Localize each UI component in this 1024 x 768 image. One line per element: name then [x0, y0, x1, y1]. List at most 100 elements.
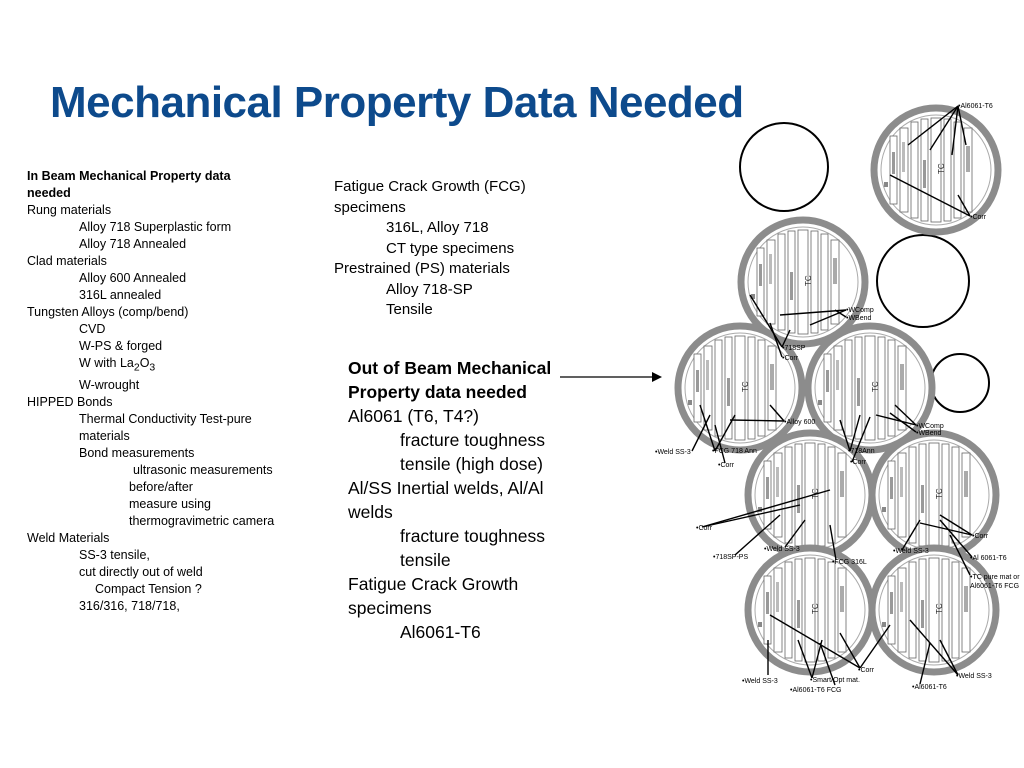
hipped-subitem: measure using — [129, 496, 211, 511]
oob-subitem: tensile — [400, 550, 451, 570]
specimen-label: •Alloy 600 — [784, 419, 815, 426]
specimen-label: •Corr — [972, 533, 989, 540]
specimen-label: •Corr — [858, 667, 875, 674]
tc-label: TC — [871, 381, 880, 392]
specimen-disk: TC — [872, 548, 996, 672]
tungsten-item-la2o3: W with La2O3 — [27, 355, 274, 377]
tc-label: TC — [935, 603, 944, 614]
specimen-label: •Corr — [850, 459, 867, 466]
tc-label: TC — [811, 603, 820, 614]
specimen-label: •Weld SS-3 — [893, 548, 929, 555]
ps-heading: Prestrained (PS) materials — [334, 260, 510, 277]
specimen-disk: TC — [874, 108, 998, 232]
out-of-beam-heading-cont: Property data needed — [348, 382, 527, 402]
clad-heading: Clad materials — [27, 254, 107, 268]
fcg-item: 316L, Alloy 718 — [386, 219, 489, 236]
blank-disk — [876, 234, 970, 328]
specimen-label: •WBend — [916, 430, 942, 437]
specimen-label: Al6061-T6 FCG — [970, 583, 1019, 590]
oob-subitem: tensile (high dose) — [400, 454, 543, 474]
specimen-disk: TC — [808, 326, 932, 450]
fcg-heading-cont: specimens — [334, 198, 406, 216]
specimen-label: •Corr — [696, 525, 713, 532]
oob-subitem: fracture toughness — [400, 526, 545, 546]
specimen-label: •TC pure mat or — [970, 574, 1020, 581]
ps-item: Tensile — [386, 301, 433, 318]
oob-item: specimens — [348, 598, 432, 618]
specimen-label: •WComp — [916, 423, 944, 430]
diagram-labels: •Al6061-T6 •Corr •WComp •WBend •718SP •C… — [655, 103, 1020, 694]
specimen-label: •Al6061-T6 — [912, 684, 947, 691]
oob-item: welds — [348, 502, 393, 522]
leader-lines — [691, 105, 973, 686]
specimen-label: •718SP — [782, 345, 806, 352]
specimen-label: •Weld SS-3 — [655, 449, 691, 456]
clad-item: 316L annealed — [79, 288, 162, 302]
blank-disk — [930, 353, 990, 413]
specimen-label: •WBend — [846, 315, 872, 322]
in-beam-heading-cont: needed — [27, 186, 71, 200]
specimen-label: •Al6061-T6 — [958, 103, 993, 110]
weld-item: cut directly out of weld — [79, 564, 203, 579]
hipped-heading: HIPPED Bonds — [27, 394, 113, 409]
page-title: Mechanical Property Data Needed — [50, 78, 744, 127]
specimen-label: •Corr — [970, 214, 987, 221]
hipped-item: Thermal Conductivity Test-pure — [79, 411, 252, 426]
specimen-label: •718Ann — [848, 448, 875, 455]
specimen-label: •Corr — [782, 355, 799, 362]
fcg-item: CT type specimens — [386, 239, 515, 257]
specimen-label: •Weld SS-3 — [742, 678, 778, 685]
tungsten-item: W-PS & forged — [79, 339, 163, 353]
oob-item: Al/SS Inertial welds, Al/Al — [348, 478, 544, 498]
specimen-label: •FCG 316L — [832, 559, 867, 566]
tungsten-item: CVD — [79, 322, 106, 336]
weld-item: SS-3 tensile, — [79, 547, 150, 562]
specimen-disk: TC — [678, 326, 802, 450]
in-beam-list: In Beam Mechanical Property data needed … — [27, 168, 274, 615]
hipped-item: materials — [79, 428, 130, 443]
oob-subitem: Al6061-T6 — [400, 622, 481, 642]
fcg-heading: Fatigue Crack Growth (FCG) — [334, 178, 526, 195]
tc-label: TC — [741, 381, 750, 392]
hipped-subitem: ultrasonic measurements — [133, 462, 273, 477]
subscript: 3 — [149, 362, 156, 374]
hipped-subitem: before/after — [129, 479, 193, 494]
specimen-disk: TC — [872, 433, 996, 557]
rung-item: Alloy 718 Superplastic form — [79, 220, 232, 234]
specimen-disk: TC — [741, 220, 865, 344]
rung-item: Alloy 718 Annealed — [79, 237, 187, 251]
specimen-label: •FCG 718 Ann — [712, 448, 757, 455]
tc-label: TC — [937, 163, 946, 174]
tungsten-item: W-wrought — [79, 377, 140, 392]
specimen-layout-diagram: TC TC TC TC TC TC TC TC — [655, 103, 1020, 694]
specimen-disk: TC — [748, 548, 872, 672]
specimen-label: •Al 6061-T6 — [970, 555, 1007, 562]
specimen-label: •Smart/Opt mat. — [810, 677, 860, 684]
subscript: 2 — [133, 362, 140, 374]
oob-subitem: fracture toughness — [400, 430, 545, 450]
out-of-beam-list: Out of Beam Mechanical Property data nee… — [348, 356, 551, 644]
hipped-item: Bond measurements — [79, 445, 195, 460]
hipped-subitem: thermogravimetric camera — [129, 513, 275, 528]
blank-disk — [739, 122, 829, 212]
la2o3-text: O — [139, 356, 150, 370]
tc-label: TC — [935, 488, 944, 499]
specimen-label: •WComp — [846, 307, 874, 314]
specimen-label: •718SP-PS — [713, 554, 748, 561]
in-beam-heading: In Beam Mechanical Property data — [27, 169, 231, 183]
specimen-label: •Al6061-T6 FCG — [790, 687, 841, 694]
la2o3-text: W with La — [79, 356, 134, 370]
rung-heading: Rung materials — [27, 203, 112, 217]
weld-heading: Weld Materials — [27, 530, 110, 545]
weld-item: 316/316, 718/718, — [79, 598, 180, 613]
weld-subitem: Compact Tension ? — [95, 581, 202, 596]
specimen-label: •Corr — [718, 462, 735, 469]
oob-item: Fatigue Crack Growth — [348, 574, 519, 594]
tungsten-heading: Tungsten Alloys (comp/bend) — [27, 305, 189, 319]
clad-item: Alloy 600 Annealed — [79, 271, 187, 285]
out-of-beam-heading: Out of Beam Mechanical — [348, 358, 552, 378]
specimen-label: •Weld SS-3 — [764, 546, 800, 553]
ps-item: Alloy 718-SP — [386, 280, 473, 298]
fcg-list: Fatigue Crack Growth (FCG) specimens 316… — [334, 177, 526, 321]
oob-item: Al6061 (T6, T4?) — [348, 406, 479, 426]
